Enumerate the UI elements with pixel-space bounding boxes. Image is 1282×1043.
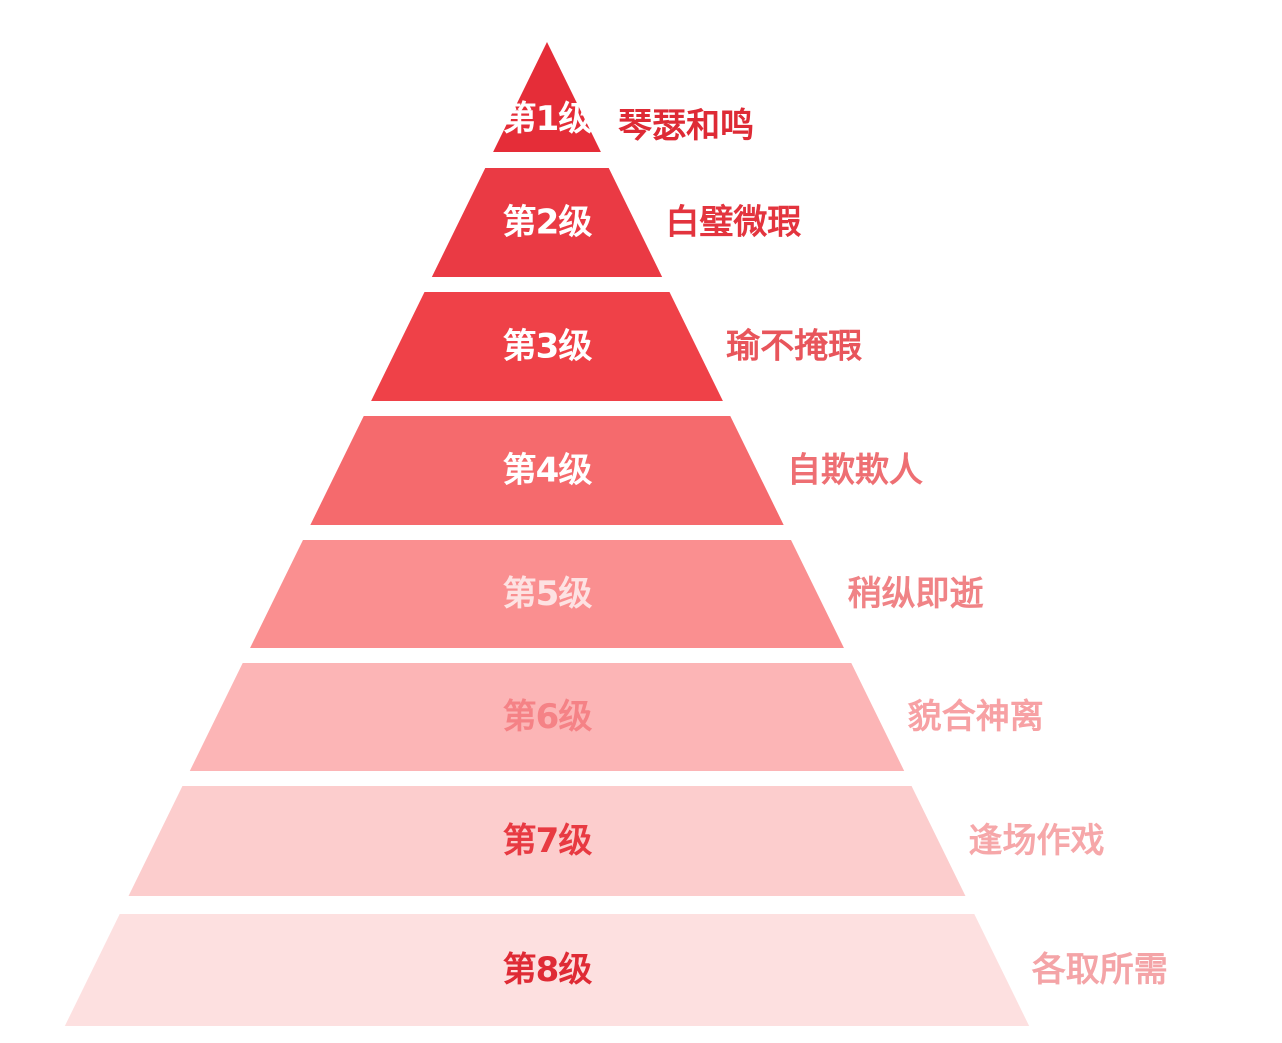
pyramid-tier-3 — [371, 292, 723, 401]
tier-label-level-8: 第8级 — [503, 950, 593, 990]
tier-description-level-3: 瑜不掩瑕 — [726, 327, 862, 367]
pyramid-tier-7 — [128, 786, 966, 896]
tier-label-level-7: 第7级 — [503, 821, 593, 861]
pyramid-tier-2 — [431, 168, 663, 277]
tier-description-level-7: 逢场作戏 — [969, 821, 1105, 861]
pyramid-tier-1 — [493, 42, 601, 152]
pyramid-tiers — [64, 42, 1030, 1026]
pyramid-tier-8 — [64, 914, 1030, 1026]
tier-description-level-8: 各取所需 — [1032, 950, 1168, 990]
tier-label-level-4: 第4级 — [503, 451, 593, 491]
tier-description-level-5: 稍纵即逝 — [847, 574, 983, 614]
tier-label-level-5: 第5级 — [503, 574, 593, 614]
tier-label-level-3: 第3级 — [503, 327, 593, 367]
pyramid-tier-4 — [310, 416, 784, 525]
tier-description-level-2: 白璧微瑕 — [665, 203, 801, 243]
pyramid-tier-6 — [189, 663, 905, 771]
tier-description-level-6: 貌合神离 — [907, 697, 1044, 737]
tier-label-level-6: 第6级 — [503, 697, 593, 737]
tier-description-level-4: 自欺欺人 — [787, 451, 923, 491]
tier-label-level-1: 第1级 — [503, 99, 593, 139]
tier-label-level-2: 第2级 — [503, 203, 593, 243]
tier-description-level-1: 琴瑟和鸣 — [618, 106, 754, 146]
pyramid-tier-5 — [250, 540, 844, 648]
